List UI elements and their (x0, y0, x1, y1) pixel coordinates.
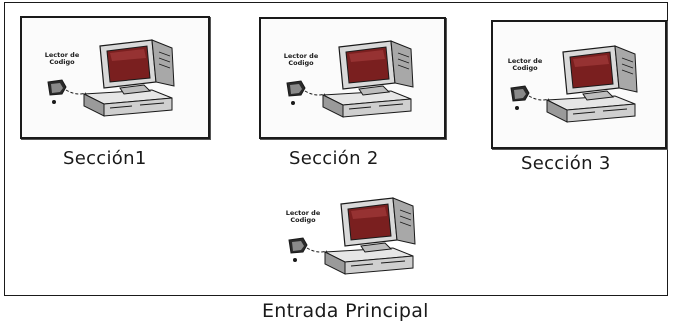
section-1-caption: Sección1 (63, 148, 147, 169)
computer-base-icon (82, 89, 173, 117)
main-entrance-caption: Entrada Principal (262, 300, 429, 322)
computer-station-icon (510, 45, 638, 123)
barcode-reader-icon (288, 237, 308, 262)
section-2-caption: Sección 2 (289, 148, 379, 169)
section-3-panel: Lector de Codigo (491, 20, 667, 149)
monitor-icon (340, 197, 416, 253)
computer-station-icon (288, 197, 416, 275)
section-1-reader-label: Lector de Codigo (44, 51, 80, 66)
section-1-station: Lector de Codigo (40, 38, 190, 124)
section-3-station: Lector de Codigo (503, 44, 653, 130)
computer-base-icon (323, 247, 414, 275)
computer-station-icon (47, 39, 175, 117)
section-3-reader-label: Lector de Codigo (507, 57, 543, 72)
monitor-icon (338, 40, 414, 96)
computer-base-icon (321, 90, 412, 118)
monitor-icon (562, 45, 638, 101)
section-2-station: Lector de Codigo (279, 39, 429, 125)
barcode-reader-icon (510, 85, 530, 110)
barcode-reader-icon (47, 79, 67, 104)
barcode-reader-icon (286, 80, 306, 105)
section-1-panel: Lector de Codigo (20, 16, 210, 139)
monitor-icon (99, 39, 175, 95)
main-entrance-station: Lector de Codigo (281, 196, 431, 282)
section-2-reader-label: Lector de Codigo (283, 52, 319, 67)
section-2-panel: Lector de Codigo (259, 17, 446, 139)
diagram-frame: Lector de Codigo Sección1 Lector de Codi… (4, 2, 668, 296)
computer-station-icon (286, 40, 414, 118)
section-3-caption: Sección 3 (521, 153, 611, 174)
main-entrance-reader-label: Lector de Codigo (285, 209, 321, 224)
